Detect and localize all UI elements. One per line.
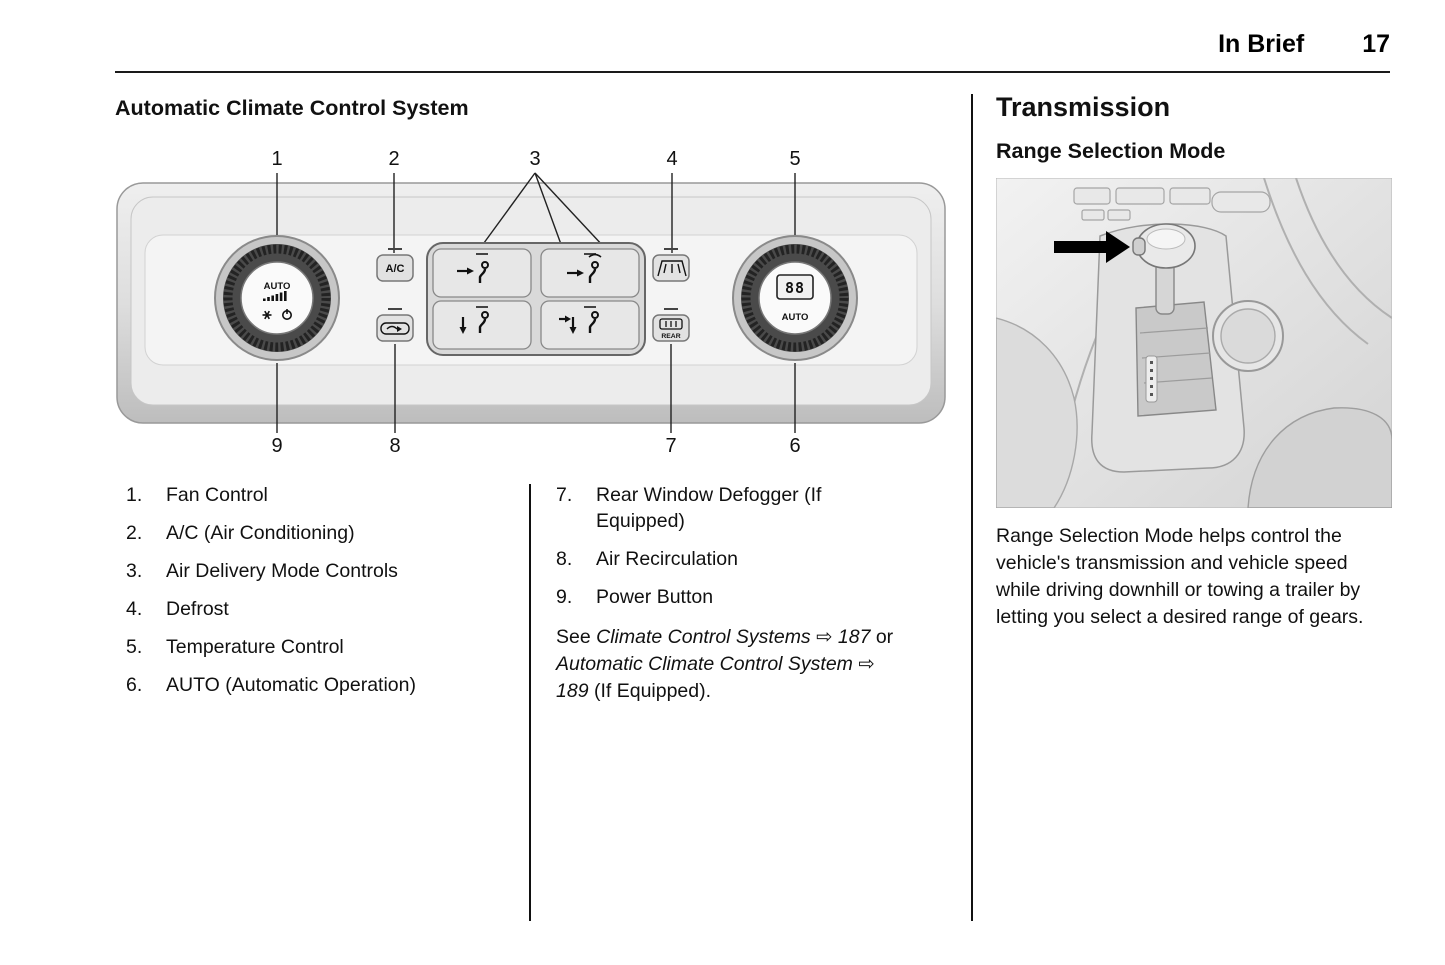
list-item: 7.Rear Window Defogger (If Equipped) <box>556 484 822 532</box>
callout-5: 5 <box>789 148 800 170</box>
vent-face-icon <box>457 260 490 285</box>
vent-floor-button <box>432 300 532 350</box>
list-item: 2.A/C (Air Conditioning) <box>126 522 355 544</box>
vent-face-button <box>432 248 532 298</box>
air-delivery-mode-cluster <box>426 242 646 356</box>
recirculation-icon <box>380 322 410 335</box>
rear-defog-button: REAR <box>652 308 690 342</box>
callout-3: 3 <box>529 148 540 170</box>
legend-list-2: 7.Rear Window Defogger (If Equipped) 8.A… <box>556 482 908 705</box>
callout-8: 8 <box>389 435 400 457</box>
fan-control-knob: AUTO <box>214 235 340 361</box>
range-select-button <box>1132 237 1146 256</box>
ref-automatic-climate-control: Automatic Climate Control System <box>556 653 853 675</box>
vent-face-windshield-button <box>540 248 640 298</box>
section-title-transmission: Transmission <box>996 92 1171 122</box>
chapter-title: In Brief <box>1218 30 1305 58</box>
list-item: 4.Defrost <box>126 598 229 620</box>
callout-1: 1 <box>271 148 282 170</box>
cup-holder <box>1212 300 1284 372</box>
vent-floor-face-icon <box>559 310 600 335</box>
ref-arrow-icon: ⇨ <box>816 626 833 648</box>
shifter-illustration <box>995 177 1393 509</box>
console-side <box>995 317 1078 509</box>
page-header: In Brief 17 <box>1218 30 1390 59</box>
list-item: 5.Temperature Control <box>126 636 344 658</box>
temperature-display <box>776 274 814 300</box>
list-item: 1.Fan Control <box>126 484 268 506</box>
temperature-knob: 88 AUTO <box>732 235 858 361</box>
page-number: 17 <box>1362 30 1390 58</box>
shifter-stalk <box>1155 261 1175 315</box>
see-note: See Climate Control Systems ⇨ 187 or Aut… <box>556 626 894 702</box>
list-item: 8.Air Recirculation <box>556 548 738 570</box>
power-icon <box>282 309 293 321</box>
header-rule <box>115 71 1390 73</box>
section-title-climate: Automatic Climate Control System <box>115 96 469 120</box>
temperature-auto-label: AUTO <box>782 312 809 323</box>
shifter-knob <box>1132 223 1196 269</box>
callout-4: 4 <box>666 148 677 170</box>
vent-floor-icon <box>459 310 490 335</box>
list-item: 9.Power Button <box>556 586 714 608</box>
vent-floor-face-button <box>540 300 640 350</box>
ref-page-189: 189 <box>556 680 589 702</box>
transmission-section: Transmission Range Selection Mode <box>995 92 1393 631</box>
list-item: 3.Air Delivery Mode Controls <box>126 560 398 582</box>
ac-button-label: A/C <box>386 263 405 275</box>
callout-9: 9 <box>271 435 282 457</box>
list-item: 6.AUTO (Automatic Operation) <box>126 674 416 696</box>
climate-control-diagram: 1 2 3 4 5 AUTO <box>116 148 946 457</box>
dashboard-controls <box>1073 187 1271 221</box>
fan-knob-auto-label: AUTO <box>264 281 291 292</box>
ac-button: A/C <box>376 248 414 282</box>
callout-7: 7 <box>665 435 676 457</box>
fan-icon <box>262 310 272 320</box>
rear-defog-label: REAR <box>661 333 680 340</box>
defrost-button <box>652 248 690 282</box>
recirculation-button <box>376 308 414 342</box>
leader-lines-top <box>276 172 796 253</box>
page-column-divider <box>971 94 973 921</box>
leader-lines-bottom <box>276 344 796 433</box>
ref-page-187: 187 <box>837 626 871 648</box>
callout-6: 6 <box>789 435 800 457</box>
legend-column-divider <box>529 484 531 921</box>
legend-list-1: 1.Fan Control 2.A/C (Air Conditioning) 3… <box>126 482 518 710</box>
rear-defog-icon <box>659 318 683 330</box>
subsection-title-range-selection: Range Selection Mode <box>996 139 1226 163</box>
callout-arrow-icon <box>1054 231 1130 263</box>
fan-speed-bars-icon <box>263 291 287 301</box>
vent-face-windshield-icon <box>567 253 602 285</box>
gear-indicator-strip <box>1145 355 1158 403</box>
defrost-icon <box>657 260 687 277</box>
range-selection-body: Range Selection Mode helps control the v… <box>996 525 1364 628</box>
armrest <box>1247 407 1393 509</box>
callout-2: 2 <box>388 148 399 170</box>
temperature-display-value: 88 <box>785 279 805 297</box>
ref-climate-control-systems: Climate Control Systems <box>596 626 811 648</box>
ref-arrow-icon: ⇨ <box>858 653 875 675</box>
